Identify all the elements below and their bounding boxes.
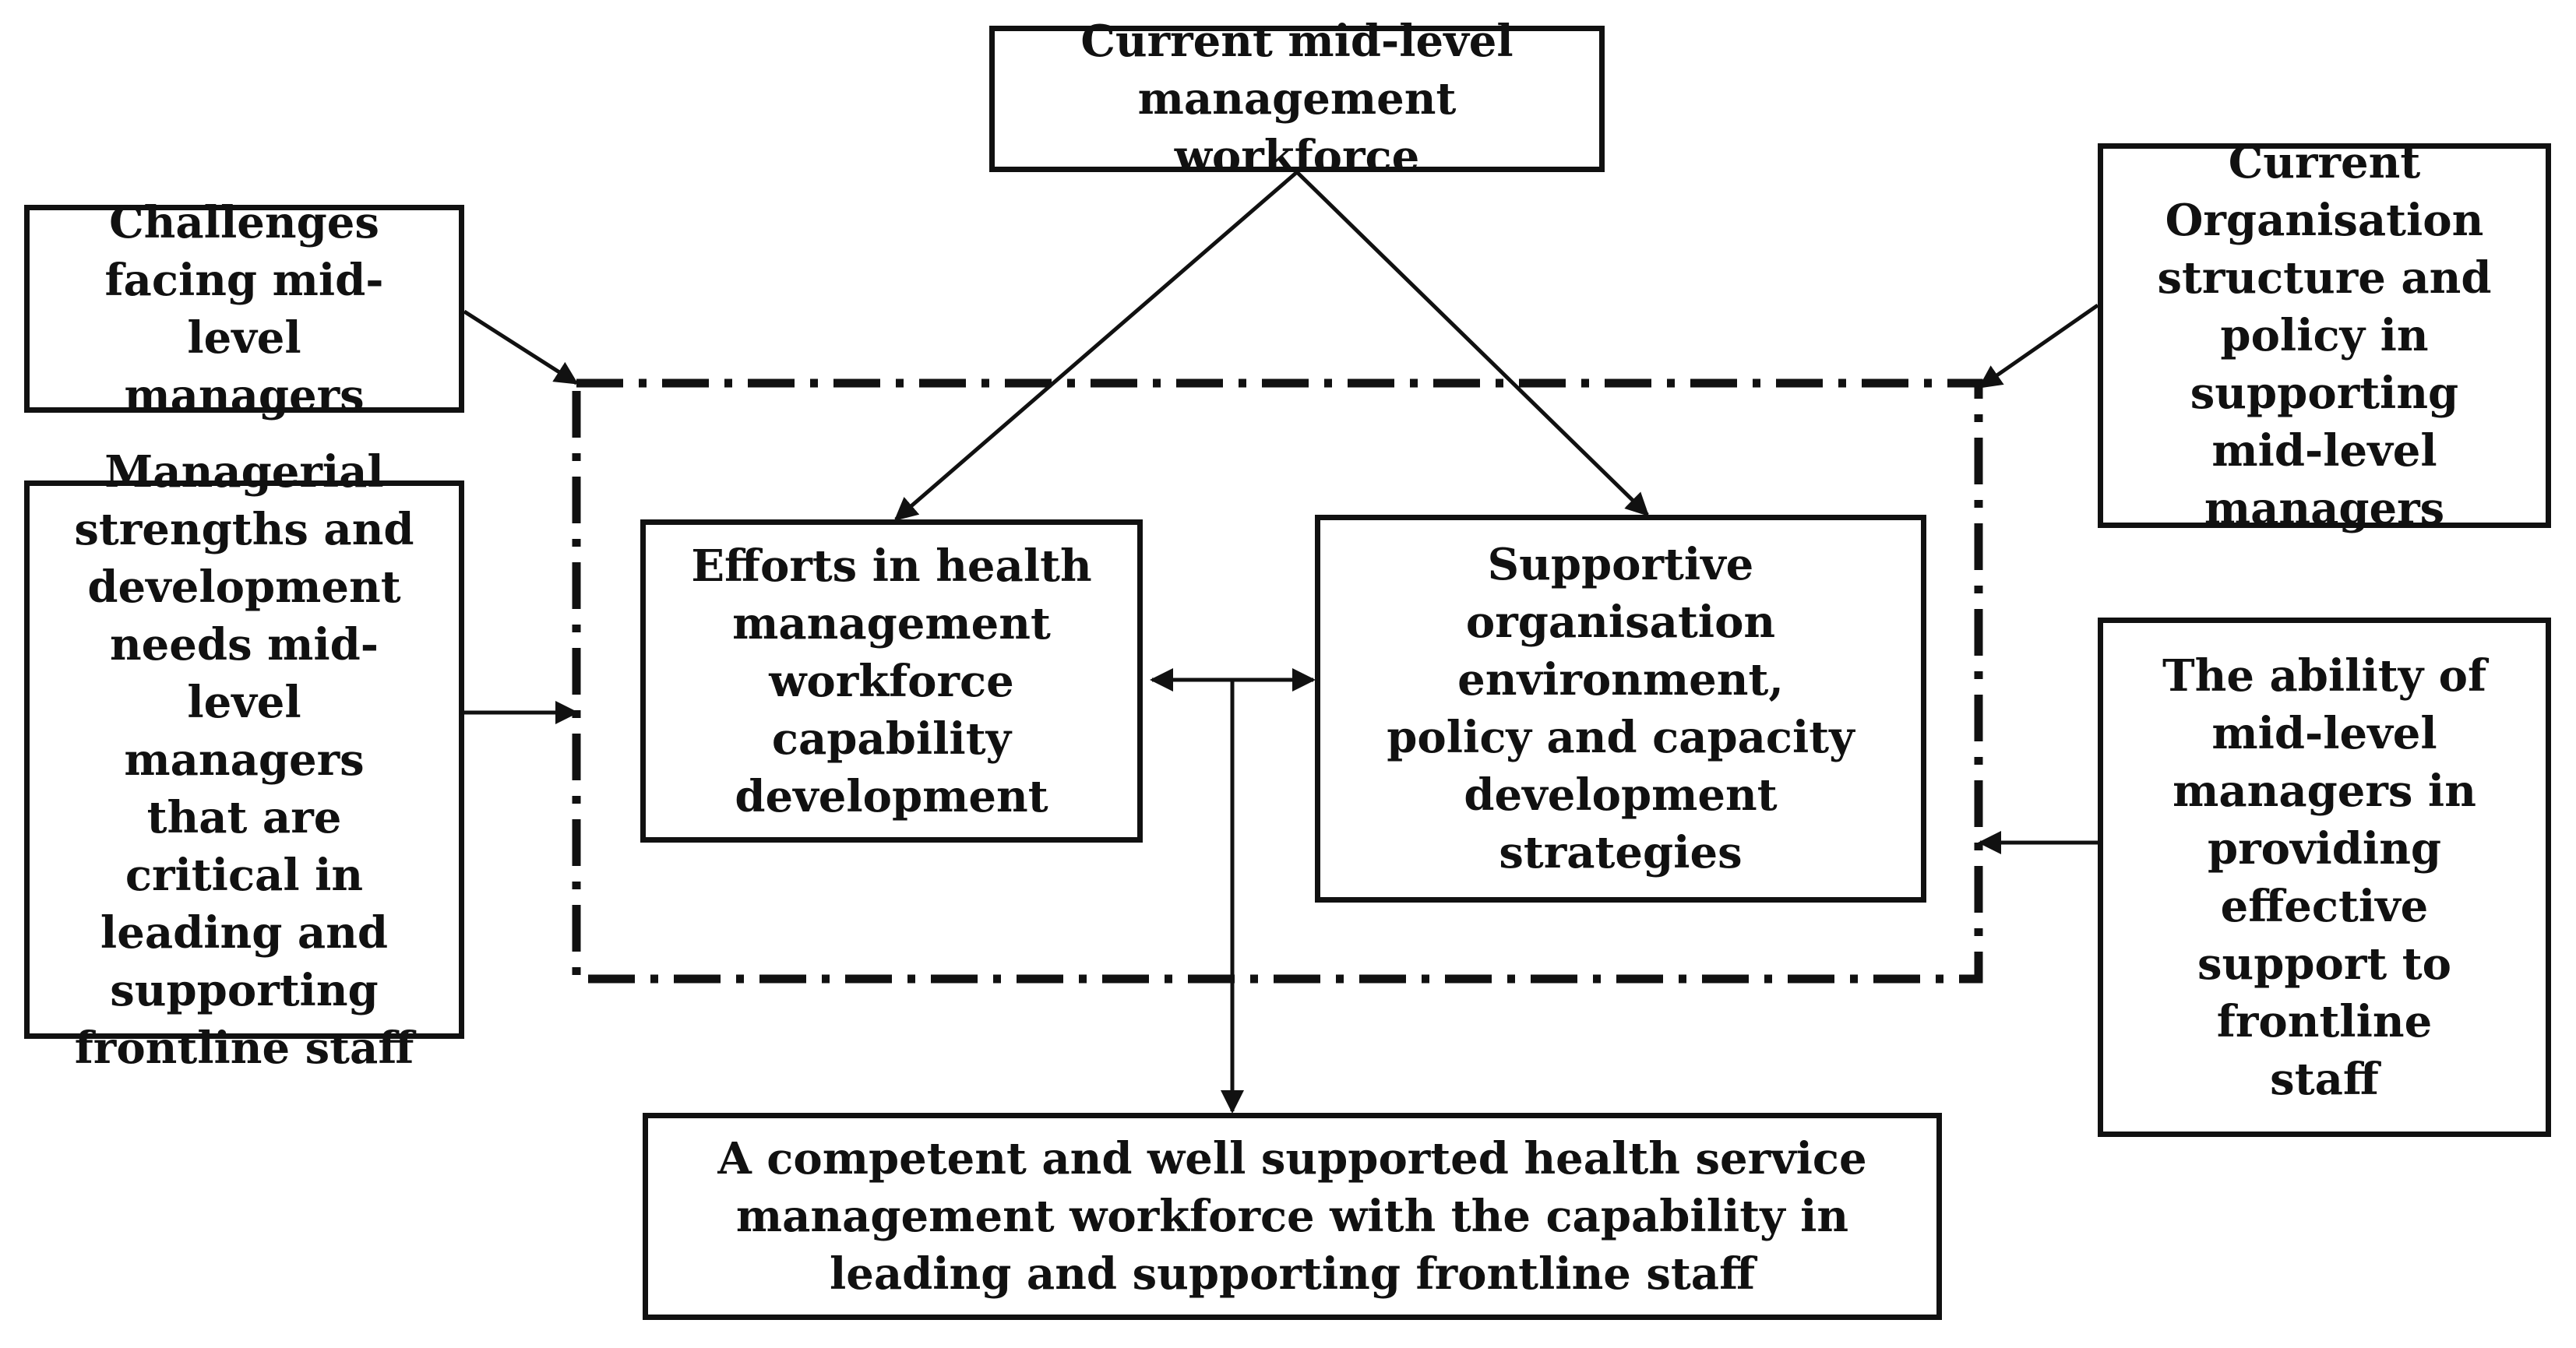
challenges-text: Challenges facing mid-level managers — [104, 196, 384, 421]
supportive-environment-text: Supportive organisation environment, pol… — [1387, 539, 1855, 878]
current-workforce-text: Current mid-level management workforce — [1080, 16, 1514, 182]
managerial-strengths-box: Managerial strengths and development nee… — [24, 446, 464, 1074]
manager-ability-text: The ability of mid-level managers in pro… — [2162, 649, 2487, 1105]
arrow-challenges-to-boundary — [463, 309, 579, 385]
supportive-environment-box: Supportive organisation environment, pol… — [1315, 515, 1926, 903]
challenges-box: Challenges facing mid-level managers — [24, 197, 464, 421]
arrow-org-structure-to-boundary — [1978, 303, 2099, 389]
organisation-structure-text: Current Organisation structure and polic… — [2157, 137, 2492, 534]
managerial-strengths-text: Managerial strengths and development nee… — [74, 445, 414, 1074]
arrow-top-to-supportive — [1295, 171, 1650, 517]
outcome-text: A competent and well supported health se… — [717, 1133, 1867, 1300]
dash-dot-boundary — [572, 378, 1983, 984]
arrow-top-to-efforts — [893, 171, 1299, 521]
current-workforce-box: Current mid-level management workforce — [989, 16, 1605, 182]
capability-efforts-box: Efforts in health management workforce c… — [640, 519, 1143, 843]
capability-efforts-text: Efforts in health management workforce c… — [691, 540, 1092, 822]
organisation-structure-box: Current Organisation structure and polic… — [2098, 137, 2551, 534]
manager-ability-box: The ability of mid-level managers in pro… — [2098, 618, 2551, 1137]
outcome-box: A competent and well supported health se… — [643, 1113, 1942, 1320]
